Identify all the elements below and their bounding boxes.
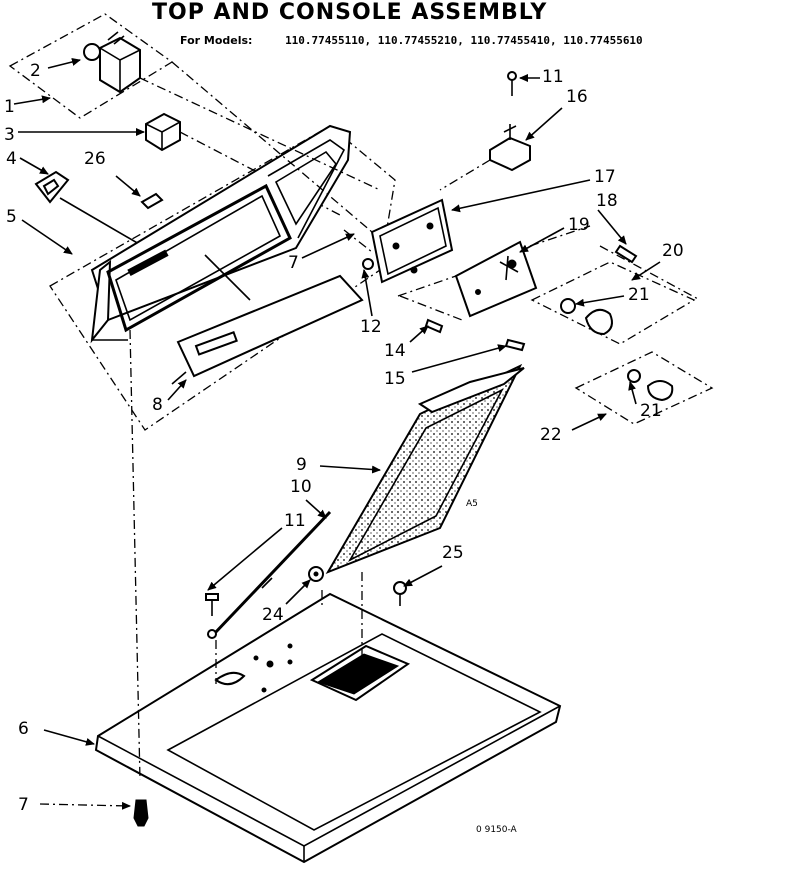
- callout-21-upper: 21: [628, 285, 650, 305]
- connector-lines: [139, 61, 701, 301]
- part-10-rod: [212, 510, 332, 636]
- callout-11-upper: 11: [542, 67, 564, 87]
- callout-20: 20: [662, 241, 684, 261]
- callout-1: 1: [4, 97, 15, 117]
- callout-25: 25: [442, 543, 464, 563]
- console-panel: [90, 124, 352, 344]
- callout-9: 9: [296, 455, 307, 475]
- part-11-screw-lower: [205, 593, 219, 639]
- callout-11-lower: 11: [284, 511, 306, 531]
- part-5-group-box: [49, 125, 396, 431]
- part-24-grommet: [308, 566, 324, 582]
- part-25-screw: [393, 581, 407, 606]
- part-9-lint-panel: [325, 363, 525, 574]
- callout-6: 6: [18, 719, 29, 739]
- part-7-bolt-lower: [133, 799, 149, 827]
- callout-16: 16: [566, 87, 588, 107]
- models-list: 110.77455110, 110.77455210, 110.77455410…: [285, 34, 643, 47]
- callout-3: 3: [4, 125, 15, 145]
- callout-19: 19: [568, 215, 590, 235]
- callout-12: 12: [360, 317, 382, 337]
- center-mark: A5: [466, 499, 478, 509]
- diagram-title: TOP AND CONSOLE ASSEMBLY: [152, 0, 548, 25]
- part-16-bracket: [439, 71, 531, 191]
- part-22-group-box: [574, 351, 714, 425]
- part-12-nut: [362, 258, 374, 270]
- leader-lines: [13, 58, 661, 810]
- callout-26: 26: [84, 149, 106, 169]
- part-19-board: [397, 240, 538, 321]
- alignment-lines: [129, 329, 363, 781]
- callout-labels: 1 2 3 4 26 5 7 8 11 16 17 18 19 20 21 12…: [4, 61, 684, 815]
- models-line: For Models: 110.77455110, 110.77455210, …: [180, 34, 795, 47]
- part-8-faceplate: [171, 274, 364, 385]
- part-15-screw: [504, 338, 526, 352]
- callout-18: 18: [596, 191, 618, 211]
- part-14-screw: [424, 318, 444, 334]
- drawing-number: 0 9150-A: [476, 825, 518, 835]
- part-6-top-panel: [94, 592, 562, 864]
- callout-4: 4: [6, 149, 17, 169]
- callout-14: 14: [384, 341, 406, 361]
- callout-17: 17: [594, 167, 616, 187]
- part-26-clip: [140, 192, 164, 210]
- callout-10: 10: [290, 477, 312, 497]
- callout-15: 15: [384, 369, 406, 389]
- callout-2: 2: [30, 61, 41, 81]
- callout-7-lower: 7: [18, 795, 29, 815]
- models-label: For Models:: [180, 34, 253, 47]
- callout-8: 8: [152, 395, 163, 415]
- part-2-switch: [83, 31, 141, 94]
- part-18-screw: [614, 244, 638, 264]
- callout-5: 5: [6, 207, 17, 227]
- part-4-plate: [34, 170, 171, 263]
- part-17-frame: [343, 198, 454, 284]
- callout-24: 24: [262, 605, 284, 625]
- callout-21-lower: 21: [640, 401, 662, 421]
- callout-22: 22: [540, 425, 562, 445]
- part-20-group-box: [530, 261, 696, 345]
- callout-7-upper: 7: [288, 253, 299, 273]
